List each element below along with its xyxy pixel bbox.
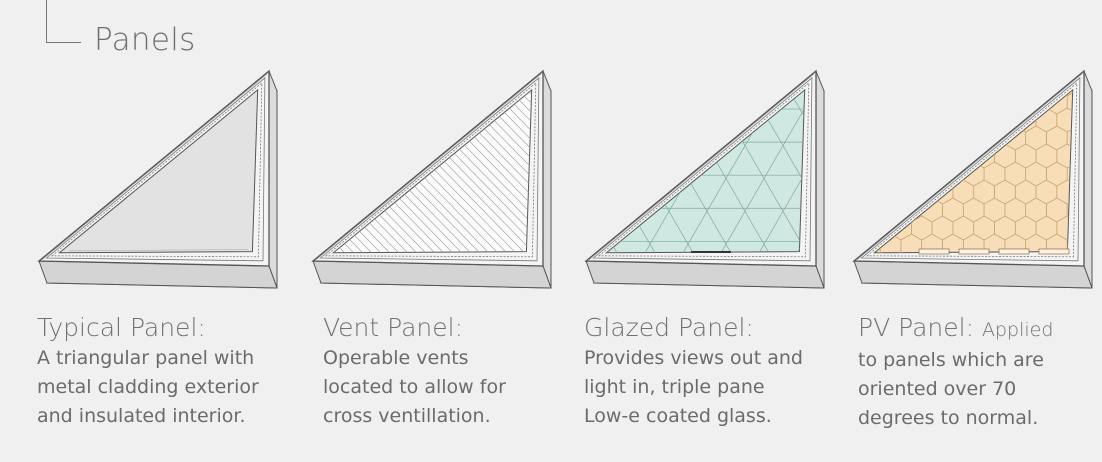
glazed-panel-illustration xyxy=(584,69,825,289)
pv-panel-illustration xyxy=(852,69,1093,289)
pv-panel-desc-line: degrees to normal. xyxy=(858,407,1039,429)
typical-panel-title: Typical Panel: xyxy=(37,313,206,342)
pv-panel-title: PV Panel: xyxy=(858,313,974,342)
vent-panel-desc-line: located to allow for xyxy=(323,376,506,398)
vent-panel-title: Vent Panel: xyxy=(323,313,464,342)
vent-panel-desc-line: cross ventillation. xyxy=(323,405,491,427)
glazed-panel-caption: Glazed Panel: Provides views out and lig… xyxy=(584,312,824,431)
vent-panel-caption: Vent Panel: Operable vents located to al… xyxy=(323,312,563,431)
typical-panel-desc-line: and insulated interior. xyxy=(37,405,246,427)
typical-panel-desc-line: A triangular panel with xyxy=(37,347,255,369)
pv-panel-caption: PV Panel: Applied to panels which are or… xyxy=(858,312,1098,433)
glazed-panel-desc-line: Provides views out and xyxy=(584,347,803,369)
section-bracket xyxy=(46,0,81,43)
typical-panel-illustration xyxy=(37,69,278,289)
glazed-panel-desc-line: light in, triple pane xyxy=(584,376,765,398)
pv-panel-desc-line: oriented over 70 xyxy=(858,378,1017,400)
pv-panel-title-tail: Applied xyxy=(981,319,1054,341)
glazed-panel-desc-line: Low-e coated glass. xyxy=(584,405,772,427)
typical-panel-desc-line: metal cladding exterior xyxy=(37,376,259,398)
pv-panel-title-row: PV Panel: Applied xyxy=(858,312,1098,346)
glazed-panel-title: Glazed Panel: xyxy=(584,313,754,342)
vent-panel-illustration xyxy=(311,69,552,289)
typical-panel-caption: Typical Panel: A triangular panel with m… xyxy=(37,312,277,431)
vent-panel-desc-line: Operable vents xyxy=(323,347,469,369)
pv-panel-desc-line: to panels which are xyxy=(858,349,1044,371)
section-heading: Panels xyxy=(94,22,196,58)
